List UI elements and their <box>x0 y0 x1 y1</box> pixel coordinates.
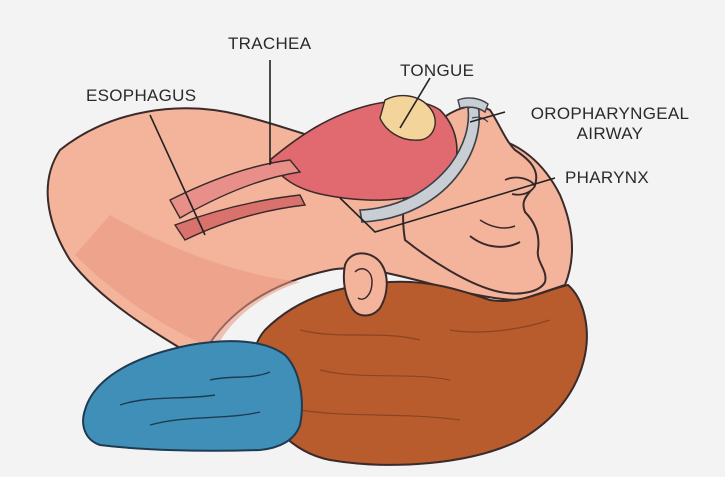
label-pharynx: PHARYNX <box>565 168 649 188</box>
label-trachea: TRACHEA <box>228 34 311 54</box>
hair <box>252 282 586 465</box>
label-oropharyngeal-airway: OROPHARYNGEAL AIRWAY <box>515 104 705 144</box>
label-tongue: TONGUE <box>400 61 474 81</box>
label-airway: AIRWAY <box>515 124 705 144</box>
label-oropharyngeal: OROPHARYNGEAL <box>515 104 705 124</box>
pillow <box>83 341 302 451</box>
label-esophagus: ESOPHAGUS <box>86 86 196 106</box>
ear <box>344 253 387 315</box>
